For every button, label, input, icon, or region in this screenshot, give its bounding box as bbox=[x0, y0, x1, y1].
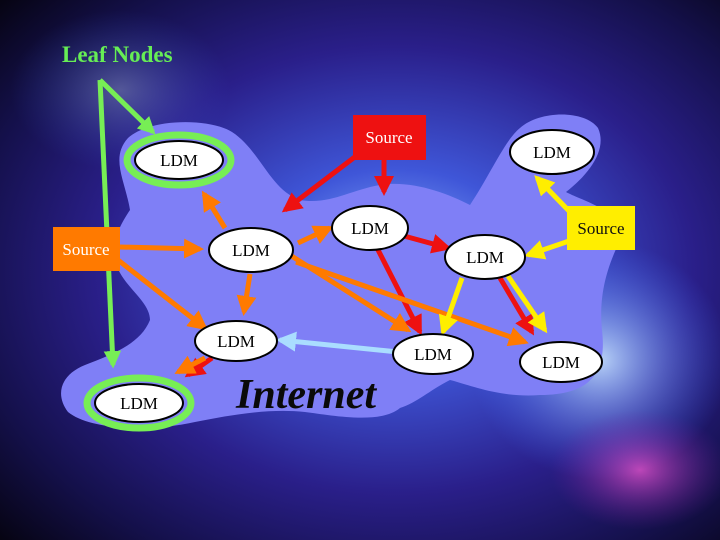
source-label: Source bbox=[62, 240, 109, 259]
source-box-orange: Source bbox=[53, 227, 120, 271]
arrow-red bbox=[281, 148, 366, 213]
background-glow bbox=[550, 410, 720, 530]
ldm-label: LDM bbox=[217, 332, 255, 351]
slide-title: Leaf Nodes bbox=[62, 42, 173, 67]
ldm-node-center-top: LDM bbox=[331, 205, 409, 251]
arrow-orange bbox=[295, 259, 529, 347]
callout-arrow-top bbox=[98, 78, 156, 135]
ldm-node-lower-left: LDM bbox=[194, 320, 278, 362]
source-label: Source bbox=[365, 128, 412, 147]
ldm-label: LDM bbox=[542, 353, 580, 372]
ldm-node-top-right: LDM bbox=[509, 129, 595, 175]
arrow-orange bbox=[119, 238, 204, 259]
ldm-node-lower-right: LDM bbox=[519, 341, 603, 383]
ldm-node-leaf-top: LDM bbox=[134, 140, 224, 180]
arrow-yellow bbox=[534, 175, 572, 214]
leaf-highlight-ring bbox=[83, 374, 195, 432]
internet-label: Internet bbox=[235, 372, 377, 418]
arrow-red bbox=[497, 276, 535, 336]
arrow-orange bbox=[116, 258, 209, 331]
ldm-node-leaf-bottom: LDM bbox=[94, 383, 184, 423]
callout-arrow-bottom bbox=[97, 79, 122, 369]
ldm-node-mid-right: LDM bbox=[444, 234, 526, 280]
arrow-orange bbox=[296, 225, 334, 246]
ldm-label: LDM bbox=[466, 248, 504, 267]
arrow-red bbox=[403, 233, 452, 254]
arrow-orange bbox=[236, 273, 257, 316]
ldm-label: LDM bbox=[232, 241, 270, 260]
ldm-label: LDM bbox=[533, 143, 571, 162]
ldm-label: LDM bbox=[414, 345, 452, 364]
ldm-label: LDM bbox=[160, 151, 198, 170]
ldm-label: LDM bbox=[351, 219, 389, 238]
arrow-orange bbox=[174, 355, 207, 375]
leaf-highlight-ring bbox=[123, 131, 235, 189]
ldm-node-lower-mid: LDM bbox=[392, 333, 474, 375]
arrow-yellow bbox=[438, 277, 465, 336]
source-label: Source bbox=[577, 219, 624, 238]
arrow-orange bbox=[201, 190, 228, 230]
ldm-node-left-mid: LDM bbox=[208, 227, 294, 273]
arrow-red bbox=[371, 240, 423, 336]
source-box-yellow: Source bbox=[567, 206, 635, 250]
arrow-light-blue bbox=[276, 331, 399, 355]
ldm-label: LDM bbox=[120, 394, 158, 413]
arrow-yellow bbox=[505, 274, 548, 334]
source-box-red: Source bbox=[353, 115, 426, 160]
